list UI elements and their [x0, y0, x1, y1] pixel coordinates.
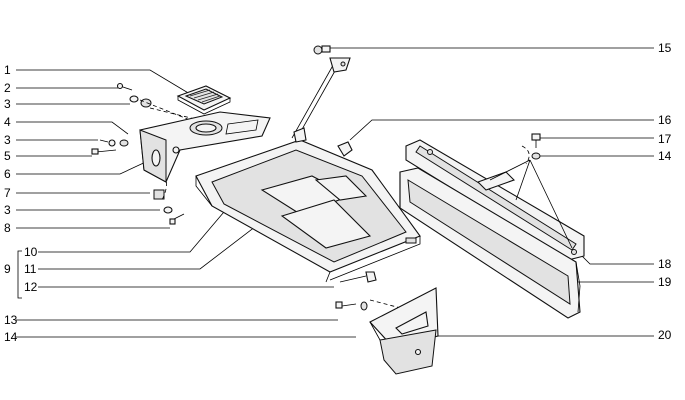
label-2: 2: [4, 81, 11, 95]
leader-lines-left: [16, 69, 356, 338]
label-13: 13: [4, 313, 18, 327]
side-bracket: [369, 287, 439, 375]
label-19: 19: [658, 275, 672, 289]
label-3a: 3: [4, 97, 11, 111]
fasteners-right: [489, 133, 573, 249]
label-15: 15: [658, 41, 672, 55]
speaker-grille: [176, 85, 232, 115]
label-9: 9: [4, 262, 11, 276]
screw-13: [335, 299, 417, 313]
support-strap: [291, 45, 351, 143]
label-16: 16: [658, 113, 672, 127]
label-3b: 3: [4, 133, 11, 147]
parcel-shelf: [195, 139, 421, 283]
right-labels: 15 16 17 14 18 19 20: [658, 41, 672, 342]
label-6: 6: [4, 167, 11, 181]
label-14b: 14: [4, 330, 18, 344]
label-10: 10: [24, 245, 38, 259]
label-7: 7: [4, 186, 11, 200]
label-18: 18: [658, 257, 672, 271]
label-4: 4: [4, 115, 11, 129]
label-20: 20: [658, 328, 672, 342]
label-17: 17: [658, 132, 672, 146]
label-5: 5: [4, 149, 11, 163]
lower-panel: [399, 167, 581, 319]
left-labels: 1 2 3 4 3 5 6 7 3 8 10 9 11 12 13 14: [4, 63, 38, 344]
label-11: 11: [24, 262, 37, 276]
bolt-12: [339, 271, 377, 283]
label-14a: 14: [658, 149, 672, 163]
fasteners-left: [91, 82, 241, 225]
clip-16: [337, 141, 353, 157]
bracket-panel: [139, 111, 271, 183]
label-3c: 3: [4, 203, 11, 217]
label-12: 12: [24, 280, 38, 294]
label-8: 8: [4, 221, 11, 235]
group-9-bracket: [17, 250, 22, 299]
upper-rail: [405, 139, 585, 261]
label-1: 1: [4, 63, 11, 77]
